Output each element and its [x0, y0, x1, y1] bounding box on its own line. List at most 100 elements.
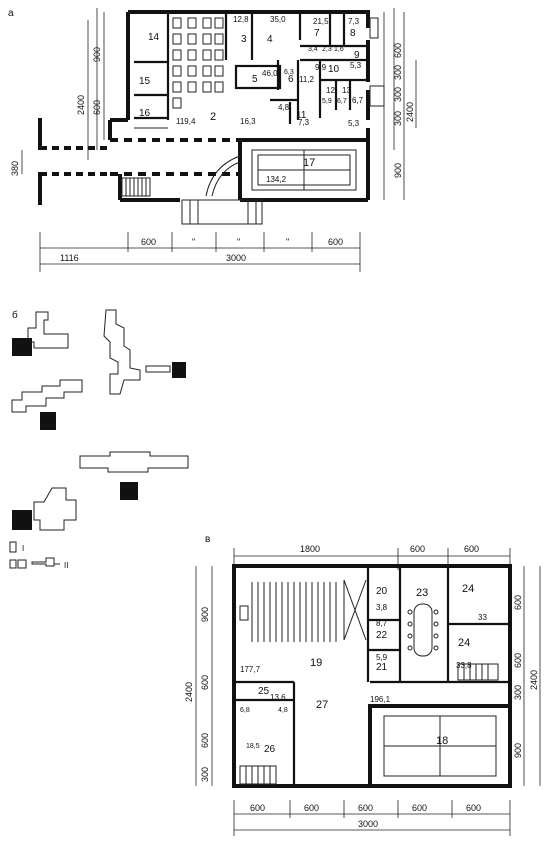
room-15: 15: [139, 76, 151, 87]
room-16: 16: [139, 108, 151, 119]
plan-c-court: [383, 715, 497, 777]
figure-letter-b: б: [12, 309, 18, 321]
plan-b: б I II: [9, 309, 189, 570]
room-11: 11: [296, 110, 307, 121]
room-3: 3: [241, 34, 247, 45]
room-23: 23: [416, 587, 428, 599]
area-3-4: 3,4: [308, 46, 318, 53]
area-33-8: 33,8: [456, 661, 472, 670]
plan-c-seating: [239, 579, 367, 642]
dim-300-right-c: 300: [513, 685, 523, 700]
dim-900-right-c: 900: [513, 743, 523, 758]
area-177-7: 177,7: [240, 665, 261, 674]
plan-a-dims-right: 600 300 300 300 2400 900: [383, 12, 417, 200]
area-5-3-b: 5,3: [348, 119, 360, 128]
plan-a: а: [8, 8, 417, 272]
dim-600-top-b: 600: [464, 544, 479, 554]
plan-c-dims-top: 1800 600 600: [233, 544, 511, 570]
dim-2400-right-c: 2400: [529, 670, 539, 690]
area-2-3: 2,3: [322, 46, 332, 53]
plan-a-dims-left: 900 600 2400 380: [10, 12, 105, 176]
room-7: 7: [314, 28, 320, 39]
dim-2400-left: 2400: [76, 95, 86, 115]
area-7-3-b: 7,3: [298, 118, 310, 127]
area-18-5: 18,5: [246, 743, 260, 750]
dim-380-left: 380: [10, 161, 20, 176]
plan-c-dims-bottom: 600 600 600 600 600 3000: [233, 800, 511, 836]
area-5-3-a: 5,3: [350, 61, 362, 70]
dim-900-left: 900: [92, 47, 102, 62]
area-35-0: 35,0: [270, 15, 286, 24]
area-6-7-a: 6,7: [337, 98, 347, 105]
legend-II: II: [64, 561, 68, 570]
dim-2400-right: 2400: [405, 102, 415, 122]
area-6-3: 6,3: [284, 69, 294, 76]
plan-b-legend: I II: [9, 541, 68, 570]
plan-c-conference: [407, 603, 439, 657]
room-24-a: 24: [462, 583, 474, 595]
school-block-4: [120, 482, 138, 500]
plan-c-walls: [232, 564, 512, 788]
area-3-8: 3,8: [376, 603, 388, 612]
room-18: 18: [436, 735, 448, 747]
dim-ditto-1: ": [192, 237, 195, 247]
area-46-0: 46,0: [262, 69, 278, 78]
room-21: 21: [376, 662, 388, 673]
room-22: 22: [376, 630, 388, 641]
dim-300-left-c: 300: [200, 767, 210, 782]
dim-300-right-b: 300: [393, 87, 403, 102]
dim-600-bottom-a: 600: [250, 803, 265, 813]
plan-a-seating: [172, 17, 224, 109]
room-13: 13: [342, 86, 351, 95]
plan-c: в 1800 600 600: [184, 534, 541, 836]
dim-600-bottom-e: 600: [466, 803, 481, 813]
school-block-3: [40, 412, 56, 430]
dim-2400-left-c: 2400: [184, 682, 194, 702]
room-26: 26: [264, 744, 276, 755]
plan-c-area-labels: 3,8 8,7 5,9 33 33,8 177,7 13,6 196,1 6,8…: [240, 603, 487, 750]
school-block-2: [172, 362, 186, 378]
dim-600-left: 600: [92, 100, 102, 115]
area-33: 33: [478, 613, 487, 622]
room-19: 19: [310, 657, 322, 669]
figure-letter-c: в: [205, 534, 210, 545]
dim-1116: 1116: [60, 253, 79, 263]
dim-600-b: 600: [328, 237, 343, 247]
dim-300-right-c: 300: [393, 111, 403, 126]
room-6: 6: [288, 74, 294, 85]
area-6-8: 6,8: [240, 707, 250, 714]
room-2: 2: [210, 111, 216, 123]
dim-600-left-c-a: 600: [200, 675, 210, 690]
area-4-8: 4,8: [278, 707, 288, 714]
dim-600-right: 600: [393, 43, 403, 58]
dim-300-right-a: 300: [393, 65, 403, 80]
school-block-5: [12, 510, 32, 530]
room-5: 5: [252, 74, 258, 85]
room-27: 27: [316, 699, 328, 711]
plan-a-room-labels: 14 15 16 3 4 7 8 9 5 6 10 2 11 12 13 17: [139, 28, 360, 169]
area-6-7-b: 6,7: [352, 96, 364, 105]
dim-600-right-c-a: 600: [513, 595, 523, 610]
area-9-9: 9,9: [315, 63, 327, 72]
room-20: 20: [376, 586, 388, 597]
area-4-8: 4,8: [278, 103, 290, 112]
school-block-1: [12, 338, 32, 356]
dim-600-a: 600: [141, 237, 156, 247]
area-5-9: 5,9: [376, 653, 388, 662]
dim-600-bottom-d: 600: [412, 803, 427, 813]
dim-ditto-2: ": [237, 237, 240, 247]
dim-600-top-a: 600: [410, 544, 425, 554]
plan-c-stairs: [239, 663, 499, 785]
dim-600-bottom-b: 600: [304, 803, 319, 813]
area-12-8: 12,8: [233, 15, 249, 24]
area-196-1: 196,1: [370, 695, 391, 704]
room-4: 4: [267, 34, 273, 45]
area-134-2: 134,2: [266, 175, 287, 184]
area-5-9: 5,9: [322, 98, 332, 105]
plan-a-walls: [38, 10, 370, 205]
room-9: 9: [354, 50, 360, 61]
plan-a-court: [251, 149, 357, 191]
dim-900-right: 900: [393, 163, 403, 178]
plan-c-room-labels: 20 22 21 23 24 24 19 25 27 26 18: [258, 583, 474, 755]
